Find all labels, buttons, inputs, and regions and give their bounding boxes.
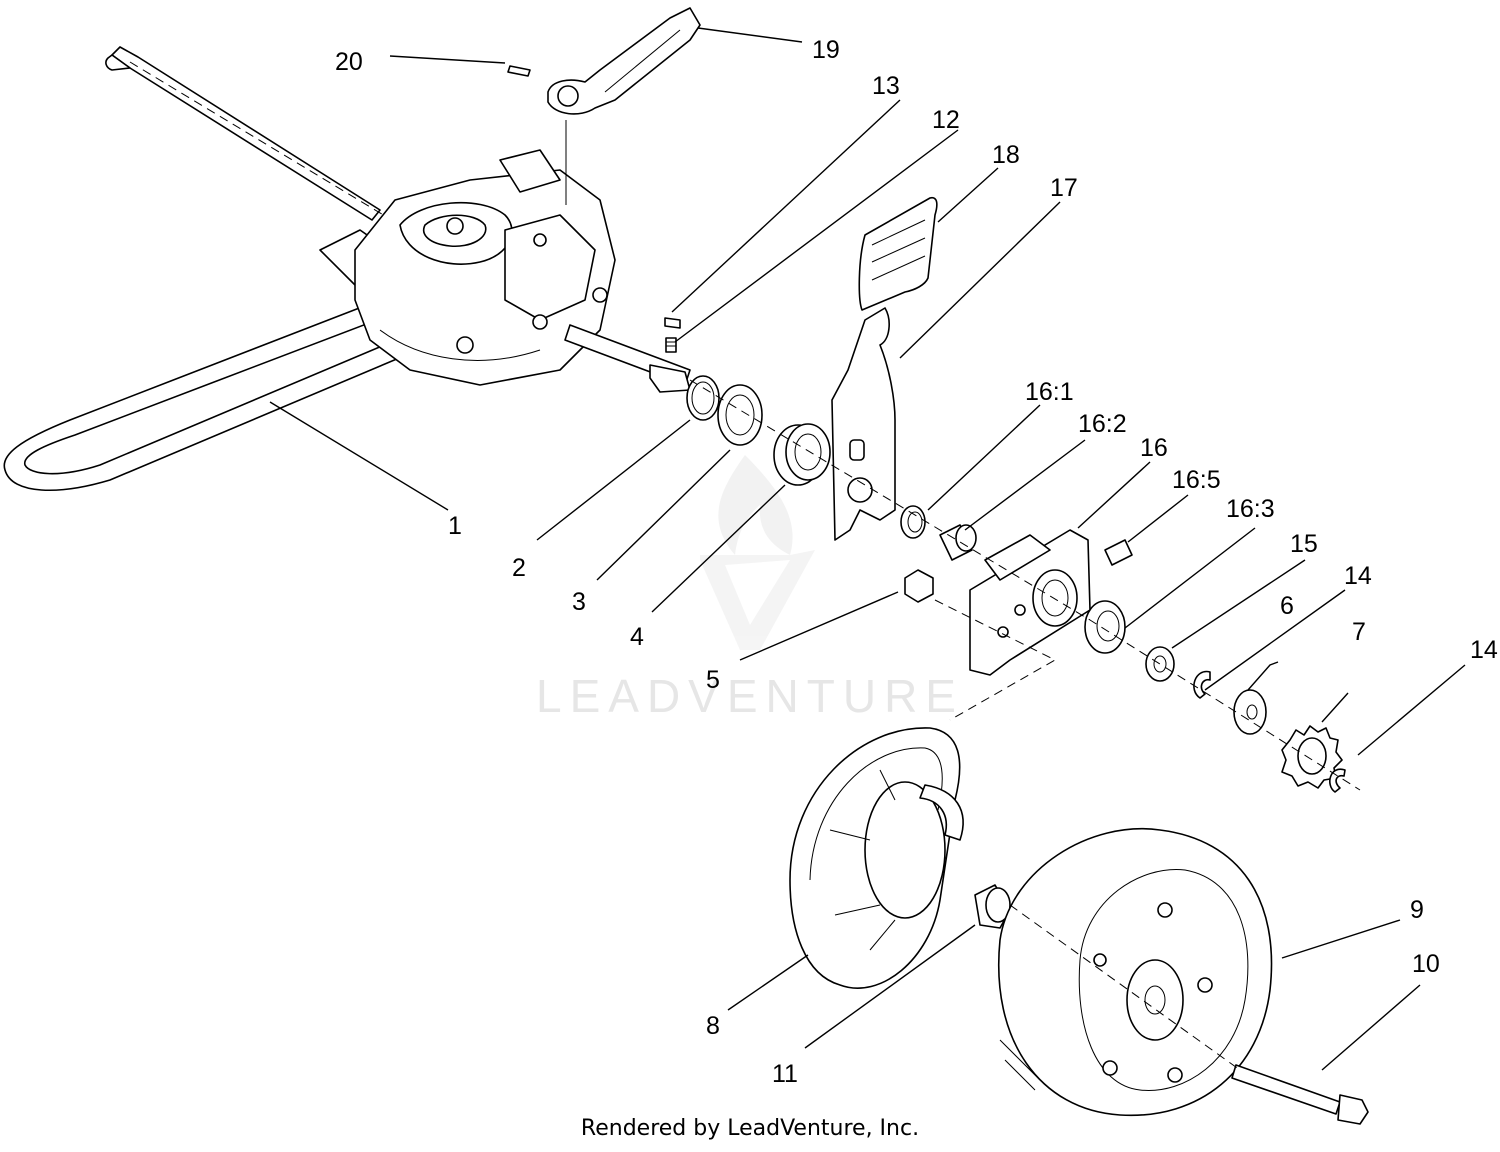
watermark-text: LEADVENTURE xyxy=(536,670,964,722)
callout-5: 5 xyxy=(706,666,720,694)
callout-12: 12 xyxy=(932,106,960,134)
part-16-3-bearing xyxy=(1084,600,1126,654)
part-19-lever xyxy=(547,7,701,115)
part-18-knob xyxy=(858,196,938,311)
part-12-spring xyxy=(665,337,677,353)
part-4-bushing xyxy=(773,423,831,486)
callout-16-2: 16:2 xyxy=(1078,410,1127,438)
part-15-washer xyxy=(1145,646,1175,682)
callout-3: 3 xyxy=(572,588,586,616)
part-13-key xyxy=(664,317,681,329)
callout-8: 8 xyxy=(706,1012,720,1040)
callout-4: 4 xyxy=(630,623,644,651)
callout-16: 16 xyxy=(1140,434,1168,462)
callout-11: 11 xyxy=(772,1060,798,1088)
callout-1: 1 xyxy=(448,512,462,540)
part-16-bracket xyxy=(969,529,1091,676)
part-6-washer xyxy=(1233,689,1267,735)
callout-2: 2 xyxy=(512,554,526,582)
part-16-2-spacer xyxy=(939,524,977,561)
callout-19: 19 xyxy=(812,36,840,64)
part-3-washer xyxy=(717,384,763,446)
callout-15: 15 xyxy=(1290,530,1318,558)
footer-credit: Rendered by LeadVenture, Inc. xyxy=(580,1116,920,1141)
callout-14-a: 14 xyxy=(1344,562,1372,590)
callout-14-b: 14 xyxy=(1470,636,1498,664)
callout-7: 7 xyxy=(1352,618,1366,646)
callout-17: 17 xyxy=(1050,174,1078,202)
part-14-clip-a xyxy=(1193,670,1211,699)
part-1-transmission xyxy=(3,46,691,492)
part-7-gear xyxy=(1281,725,1343,789)
axis-line-main xyxy=(689,379,1361,791)
callout-labels: 1 2 3 4 5 6 7 8 9 10 11 12 13 14 14 15 1… xyxy=(335,36,1498,1088)
part-20-pin xyxy=(507,65,531,77)
leader-lines xyxy=(269,27,1466,1071)
part-10-bolt xyxy=(1231,1064,1369,1125)
part-17-bracket xyxy=(831,307,896,541)
callout-6: 6 xyxy=(1280,592,1294,620)
callout-16-3: 16:3 xyxy=(1226,495,1275,523)
callout-16-1: 16:1 xyxy=(1025,378,1074,406)
callout-13: 13 xyxy=(872,72,900,100)
callout-20: 20 xyxy=(335,48,363,76)
axis-line-wheel xyxy=(1009,904,1241,1071)
part-8-wheel-cover xyxy=(789,727,964,989)
part-9-wheel xyxy=(998,828,1273,1117)
callout-10: 10 xyxy=(1412,950,1440,978)
part-16-1-bushing xyxy=(900,505,926,539)
callout-16-5: 16:5 xyxy=(1172,466,1221,494)
axis-line-nut xyxy=(934,599,1057,721)
part-16-5-stud xyxy=(1104,539,1133,566)
part-14-clip-b xyxy=(1329,768,1346,793)
callout-9: 9 xyxy=(1410,896,1424,924)
callout-18: 18 xyxy=(992,141,1020,169)
part-2-retaining-ring xyxy=(686,375,720,421)
part-5-nut xyxy=(904,569,934,603)
